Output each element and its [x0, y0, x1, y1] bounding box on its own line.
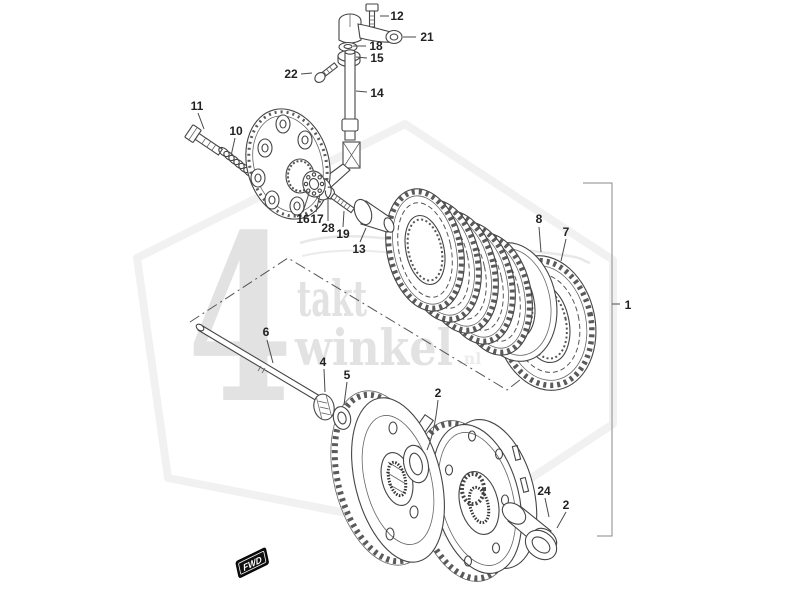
bolt-11	[184, 124, 224, 156]
release-lever	[338, 13, 403, 45]
callout-2a: 2	[435, 386, 442, 400]
callout-19: 19	[336, 227, 350, 241]
watermark: 4 takt winkel .nl	[133, 120, 617, 537]
screw-22	[314, 62, 339, 83]
callout-labels: 12 21 18 15 22 14 11 10 16 17 28 19 13 8…	[191, 9, 632, 512]
fwd-direction-tag: FWD	[235, 547, 269, 578]
callout-16: 16	[296, 212, 310, 226]
pressure-plate-assembly	[245, 108, 395, 233]
bearing-16	[302, 170, 326, 198]
release-rod-13	[353, 198, 395, 233]
callout-13: 13	[352, 242, 366, 256]
adjuster-screw-19	[330, 192, 356, 214]
nut-4	[313, 393, 335, 421]
fwd-tag-shape	[235, 547, 269, 578]
watermark-numeral: 4	[188, 185, 293, 455]
washer-2a	[402, 444, 430, 484]
arm-eye-21	[385, 29, 403, 45]
callout-18: 18	[369, 39, 383, 53]
basket-hub	[458, 471, 500, 535]
group-bracket	[583, 182, 613, 537]
washer-2b	[524, 529, 558, 561]
callout-28: 28	[321, 221, 335, 235]
spring-posts	[250, 114, 313, 216]
leader-lines	[197, 15, 567, 529]
callout-14: 14	[370, 86, 384, 100]
seal-18	[338, 41, 358, 53]
callout-7: 7	[563, 225, 570, 239]
watermark-word2: winkel	[294, 318, 453, 377]
callout-11: 11	[191, 99, 204, 113]
clutch-plate-stack	[385, 188, 597, 391]
watermark-suffix: .nl	[458, 349, 481, 368]
callout-12: 12	[390, 9, 404, 23]
washer-5	[332, 406, 352, 430]
bolt-12	[365, 3, 379, 28]
callout-8: 8	[536, 212, 543, 226]
callout-6: 6	[263, 325, 270, 339]
callout-15: 15	[370, 51, 384, 65]
callout-10: 10	[229, 124, 243, 138]
callout-22: 22	[284, 67, 298, 81]
callout-2b: 2	[563, 498, 570, 512]
callout-21: 21	[420, 30, 434, 44]
friction-plate	[385, 188, 465, 312]
callout-4: 4	[320, 355, 327, 369]
callout-17: 17	[310, 212, 324, 226]
callout-24: 24	[537, 484, 551, 498]
callout-1: 1	[625, 298, 632, 312]
callout-5: 5	[344, 368, 351, 382]
